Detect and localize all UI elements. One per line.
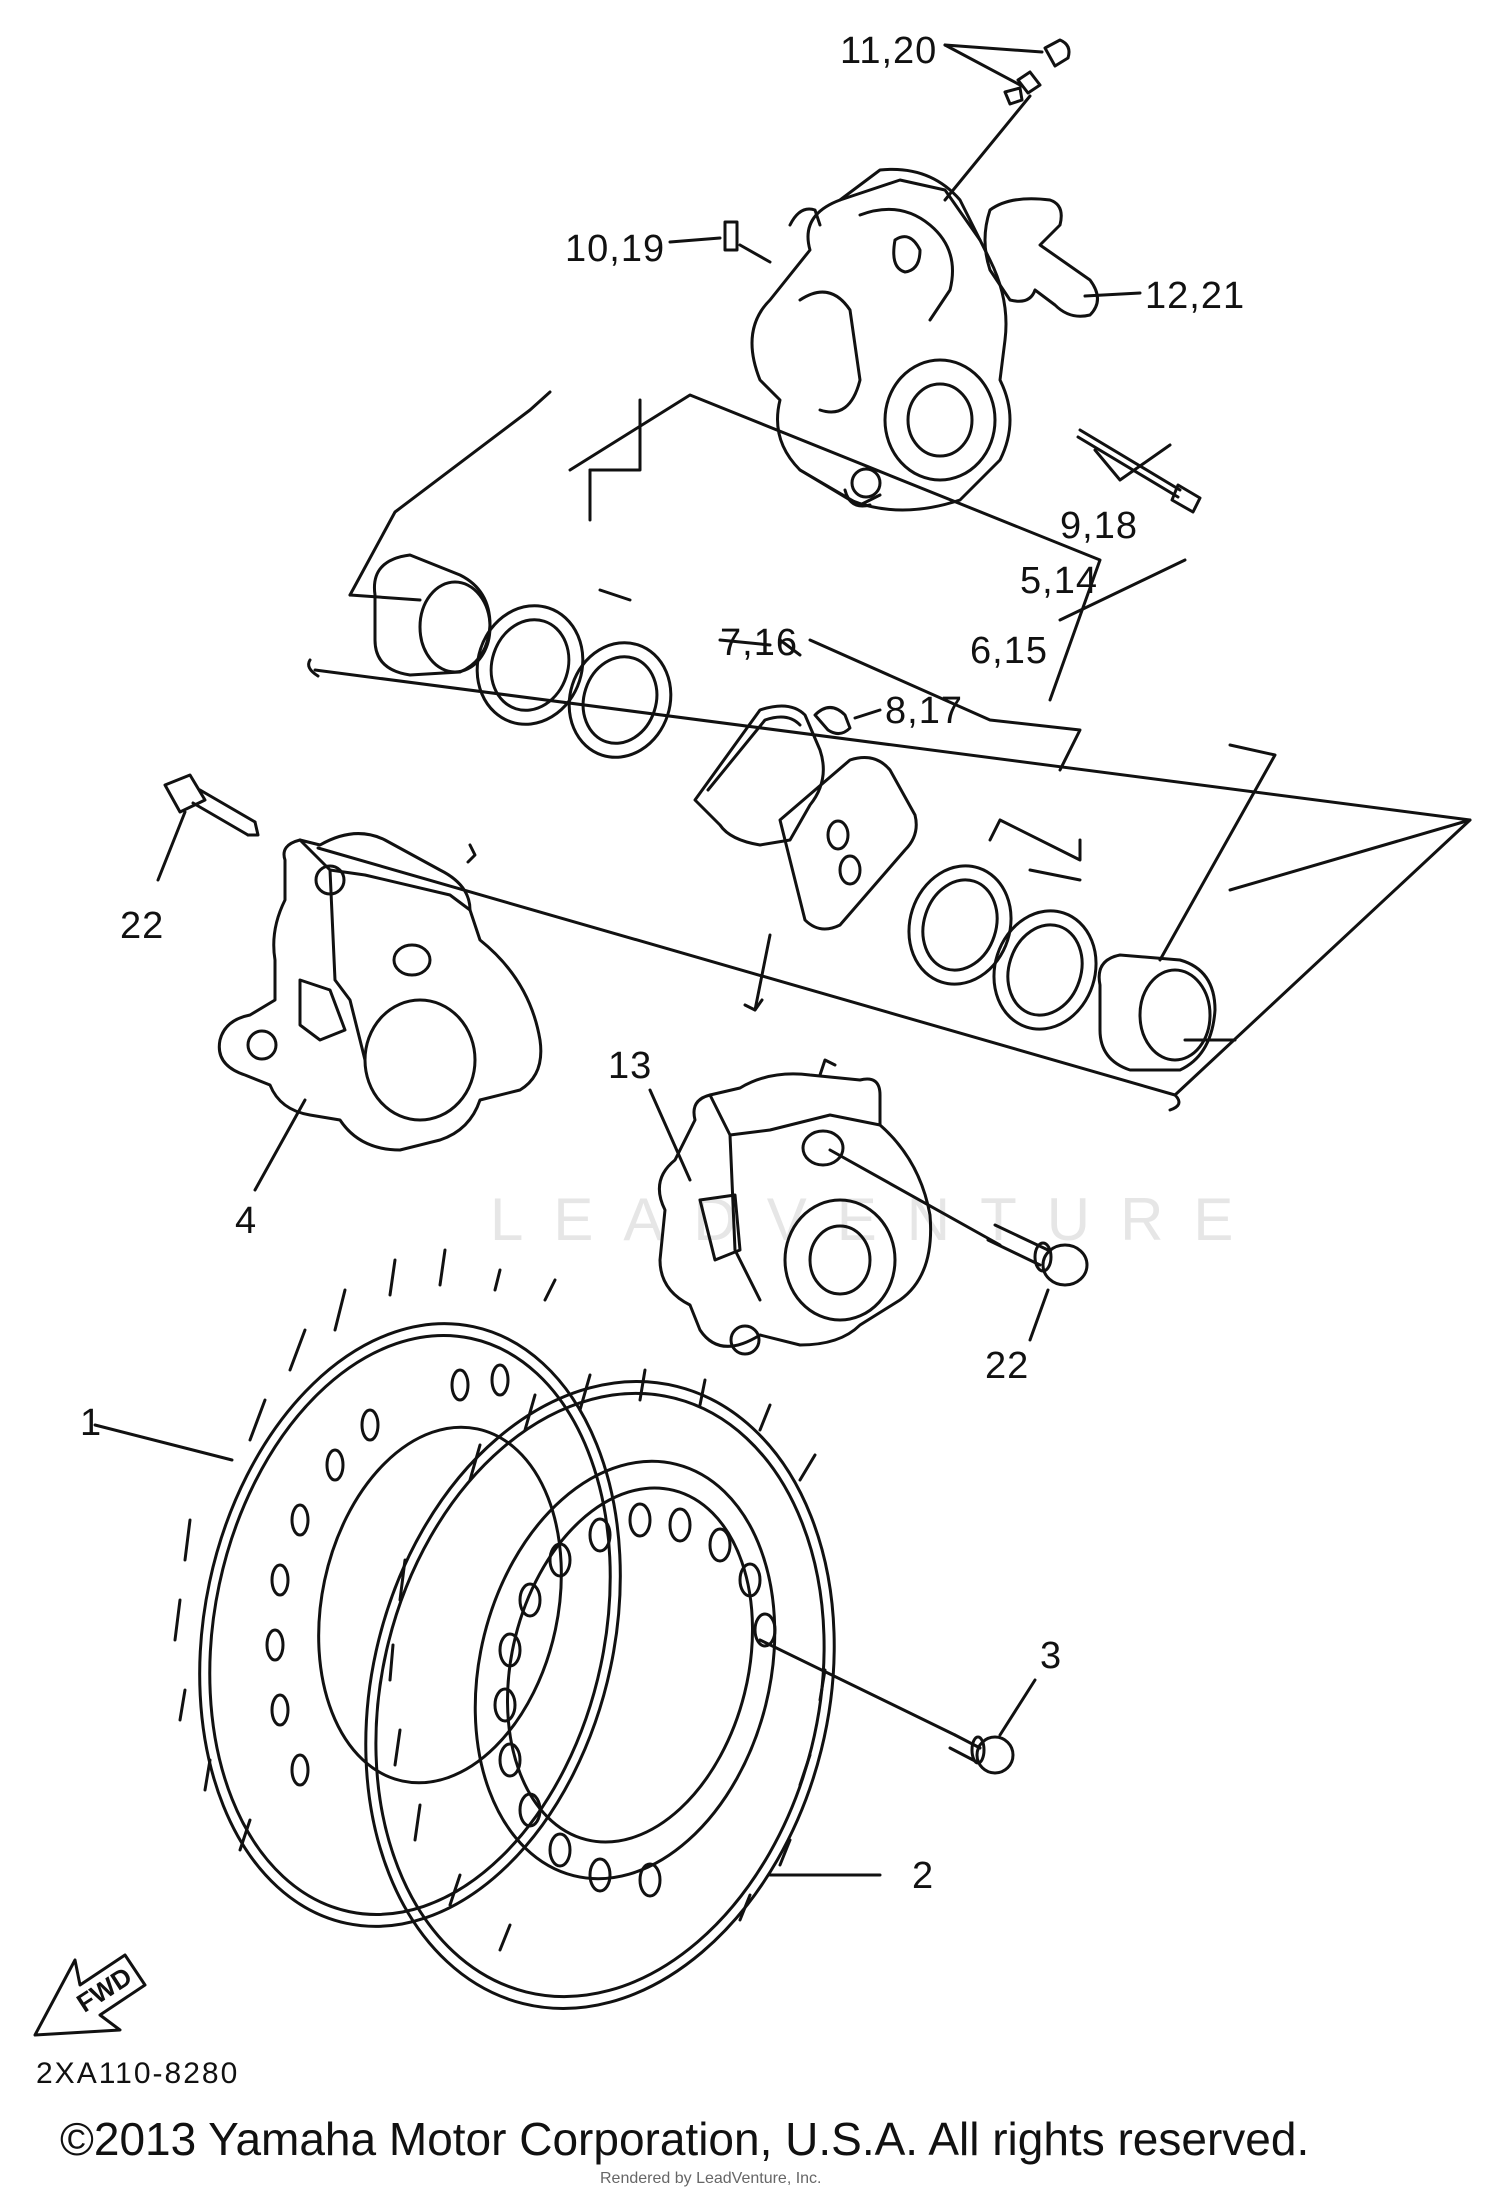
label-4: 4 <box>235 1200 258 1242</box>
caliper-13 <box>657 1058 933 1356</box>
label-2: 2 <box>912 1855 935 1897</box>
brake-disc-1 <box>173 1248 622 1928</box>
pin-10-19 <box>723 220 739 252</box>
label-11-20: 11,20 <box>840 30 938 72</box>
label-1: 1 <box>80 1402 103 1444</box>
watermark: LEADVENTURE <box>490 1186 1264 1253</box>
exploded-parts <box>372 553 1217 1072</box>
copyright-notice: ©2013 Yamaha Motor Corporation, U.S.A. A… <box>60 2113 1310 2165</box>
brake-disc-2 <box>364 1368 836 2010</box>
bolt-22-right <box>986 1223 1089 1287</box>
rendered-by-notice: Rendered by LeadVenture, Inc. <box>600 2170 822 2187</box>
fwd-arrow-icon: FWD <box>33 1953 147 2037</box>
label-6-15: 6,15 <box>970 630 1048 672</box>
label-5-14: 5,14 <box>1020 560 1098 602</box>
label-13: 13 <box>608 1045 653 1087</box>
label-10-19: 10,19 <box>565 228 666 270</box>
bolt-9-18 <box>1078 428 1182 492</box>
bolt-22-left <box>163 773 260 837</box>
bleed-screw-11-20 <box>1043 38 1071 68</box>
exploded-group-frame <box>313 668 1472 1097</box>
label-22-right: 22 <box>985 1345 1030 1387</box>
pad-spring-12-21 <box>983 197 1099 318</box>
label-9-18: 9,18 <box>1060 505 1138 547</box>
caliper-4 <box>217 832 543 1152</box>
diagram-code: 2XA110-8280 <box>36 2057 240 2090</box>
label-12-21: 12,21 <box>1145 275 1246 317</box>
caliper-assembly-top <box>723 38 1202 514</box>
label-7-16: 7,16 <box>720 622 798 664</box>
label-22-left: 22 <box>120 905 165 947</box>
label-8-17: 8,17 <box>885 690 963 732</box>
bolt-3 <box>948 1733 1015 1775</box>
label-3: 3 <box>1040 1635 1063 1677</box>
